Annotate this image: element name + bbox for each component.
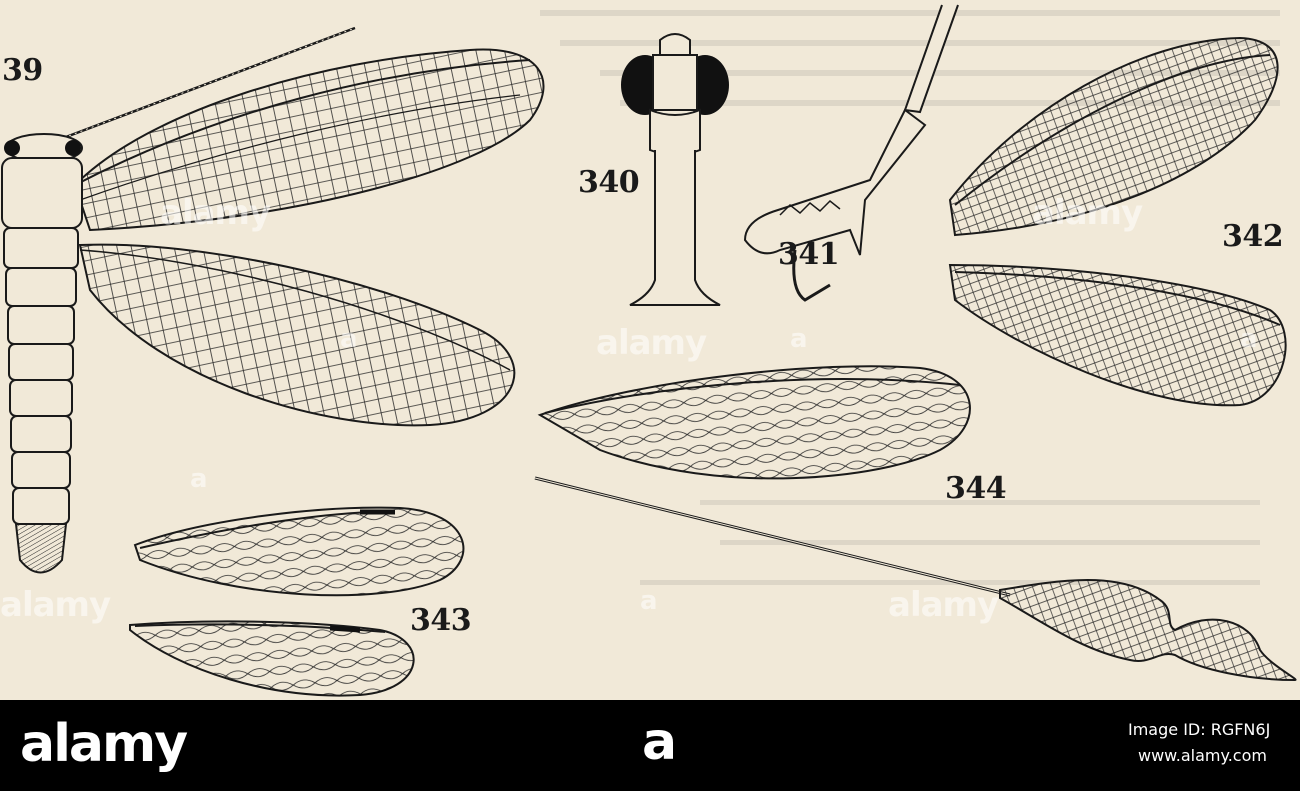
- fig-344-hindwing-tail: [534, 476, 1297, 682]
- watermark-alamy-2: alamy: [596, 323, 707, 363]
- watermark-a-4: a: [640, 586, 658, 616]
- fig-343-wings: [129, 506, 465, 697]
- fig-340-head: [621, 33, 729, 306]
- fig-342-wings: [948, 36, 1287, 407]
- figure-label-343: 343: [410, 603, 472, 638]
- watermark-alamy-3: alamy: [1032, 193, 1143, 233]
- illustration-plate: 39 340 341 342 343 344 alamy alamy alamy…: [0, 0, 1300, 700]
- watermark-alamy-4: alamy: [0, 585, 111, 625]
- fig-339-insect: [1, 26, 545, 574]
- alamy-url[interactable]: www.alamy.com: [1138, 746, 1267, 765]
- figure-label-341: 341: [778, 237, 840, 272]
- alamy-logo[interactable]: alamy: [20, 714, 188, 774]
- figure-label-342: 342: [1222, 219, 1284, 254]
- figure-label-39: 39: [2, 53, 43, 88]
- fig-341-leg: [743, 4, 959, 302]
- watermark-a-3: a: [1240, 324, 1258, 354]
- fig-344-wing: [537, 365, 971, 480]
- watermark-alamy-1: alamy: [160, 193, 271, 233]
- watermark-alamy-5: alamy: [888, 585, 999, 625]
- figure-label-344: 344: [945, 471, 1007, 506]
- watermark-a-5: a: [190, 464, 208, 494]
- watermark-a-1: a: [340, 324, 358, 354]
- alamy-a-mark: a: [642, 712, 678, 772]
- figure-label-340: 340: [578, 165, 640, 200]
- insect-drawings: [1, 4, 1297, 697]
- watermark-a-2: a: [790, 324, 808, 354]
- image-id-label: Image ID: RGFN6J: [1128, 720, 1271, 739]
- footer-bar: alamy Image ID: RGFN6J www.alamy.com a: [0, 700, 1300, 791]
- show-through-text: [540, 10, 1280, 585]
